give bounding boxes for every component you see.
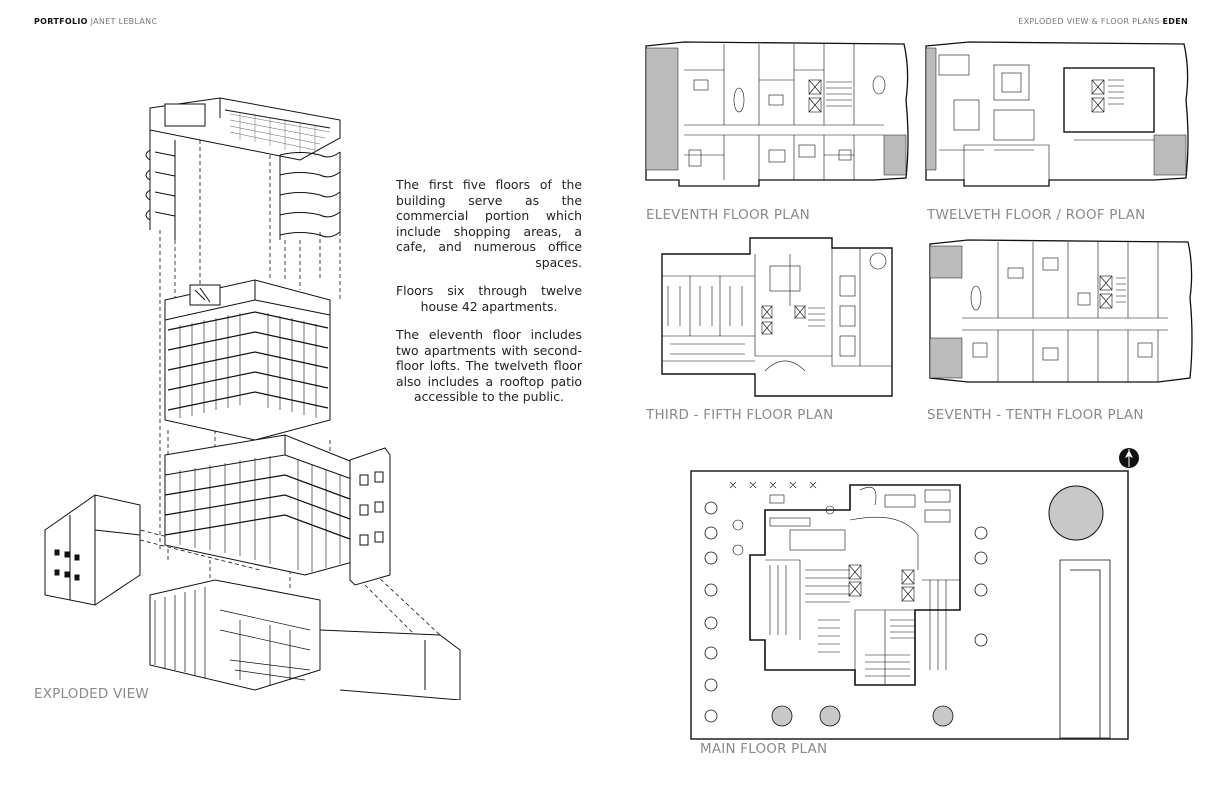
eleventh-floor-caption: ELEVENTH FLOOR PLAN	[646, 207, 810, 223]
header-left: PORTFOLIO JANET LEBLANC	[34, 17, 157, 26]
twelveth-floor-caption: TWELVETH FLOOR / ROOF PLAN	[927, 207, 1146, 223]
project-name: EDEN	[1162, 17, 1188, 26]
section-title: EXPLODED VIEW & FLOOR PLANS	[1018, 17, 1160, 26]
main-floor-caption: MAIN FLOOR PLAN	[700, 741, 828, 757]
header-right: EXPLODED VIEW & FLOOR PLANS EDEN	[1018, 17, 1188, 26]
main-floor-plan	[690, 470, 1129, 740]
seventh-tenth-floor-caption: SEVENTH - TENTH FLOOR PLAN	[927, 407, 1144, 423]
seventh-tenth-floor-plan	[929, 239, 1193, 383]
description-paragraph: The eleventh floor includes two apartmen…	[396, 327, 582, 404]
portfolio-label: PORTFOLIO	[34, 17, 88, 26]
twelveth-floor-plan	[925, 41, 1189, 187]
exploded-view-drawing	[44, 97, 461, 700]
author-name: JANET LEBLANC	[90, 17, 158, 26]
description-paragraph: Floors six through twelve house 42 apart…	[396, 283, 582, 314]
exploded-view-caption: EXPLODED VIEW	[34, 686, 149, 702]
eleventh-floor-plan	[645, 41, 909, 187]
third-fifth-floor-plan	[661, 237, 893, 397]
north-arrow-icon	[1119, 448, 1139, 468]
project-description: The first five floors of the building se…	[396, 177, 582, 418]
description-paragraph: The first five floors of the building se…	[396, 177, 582, 270]
third-fifth-floor-caption: THIRD - FIFTH FLOOR PLAN	[646, 407, 834, 423]
